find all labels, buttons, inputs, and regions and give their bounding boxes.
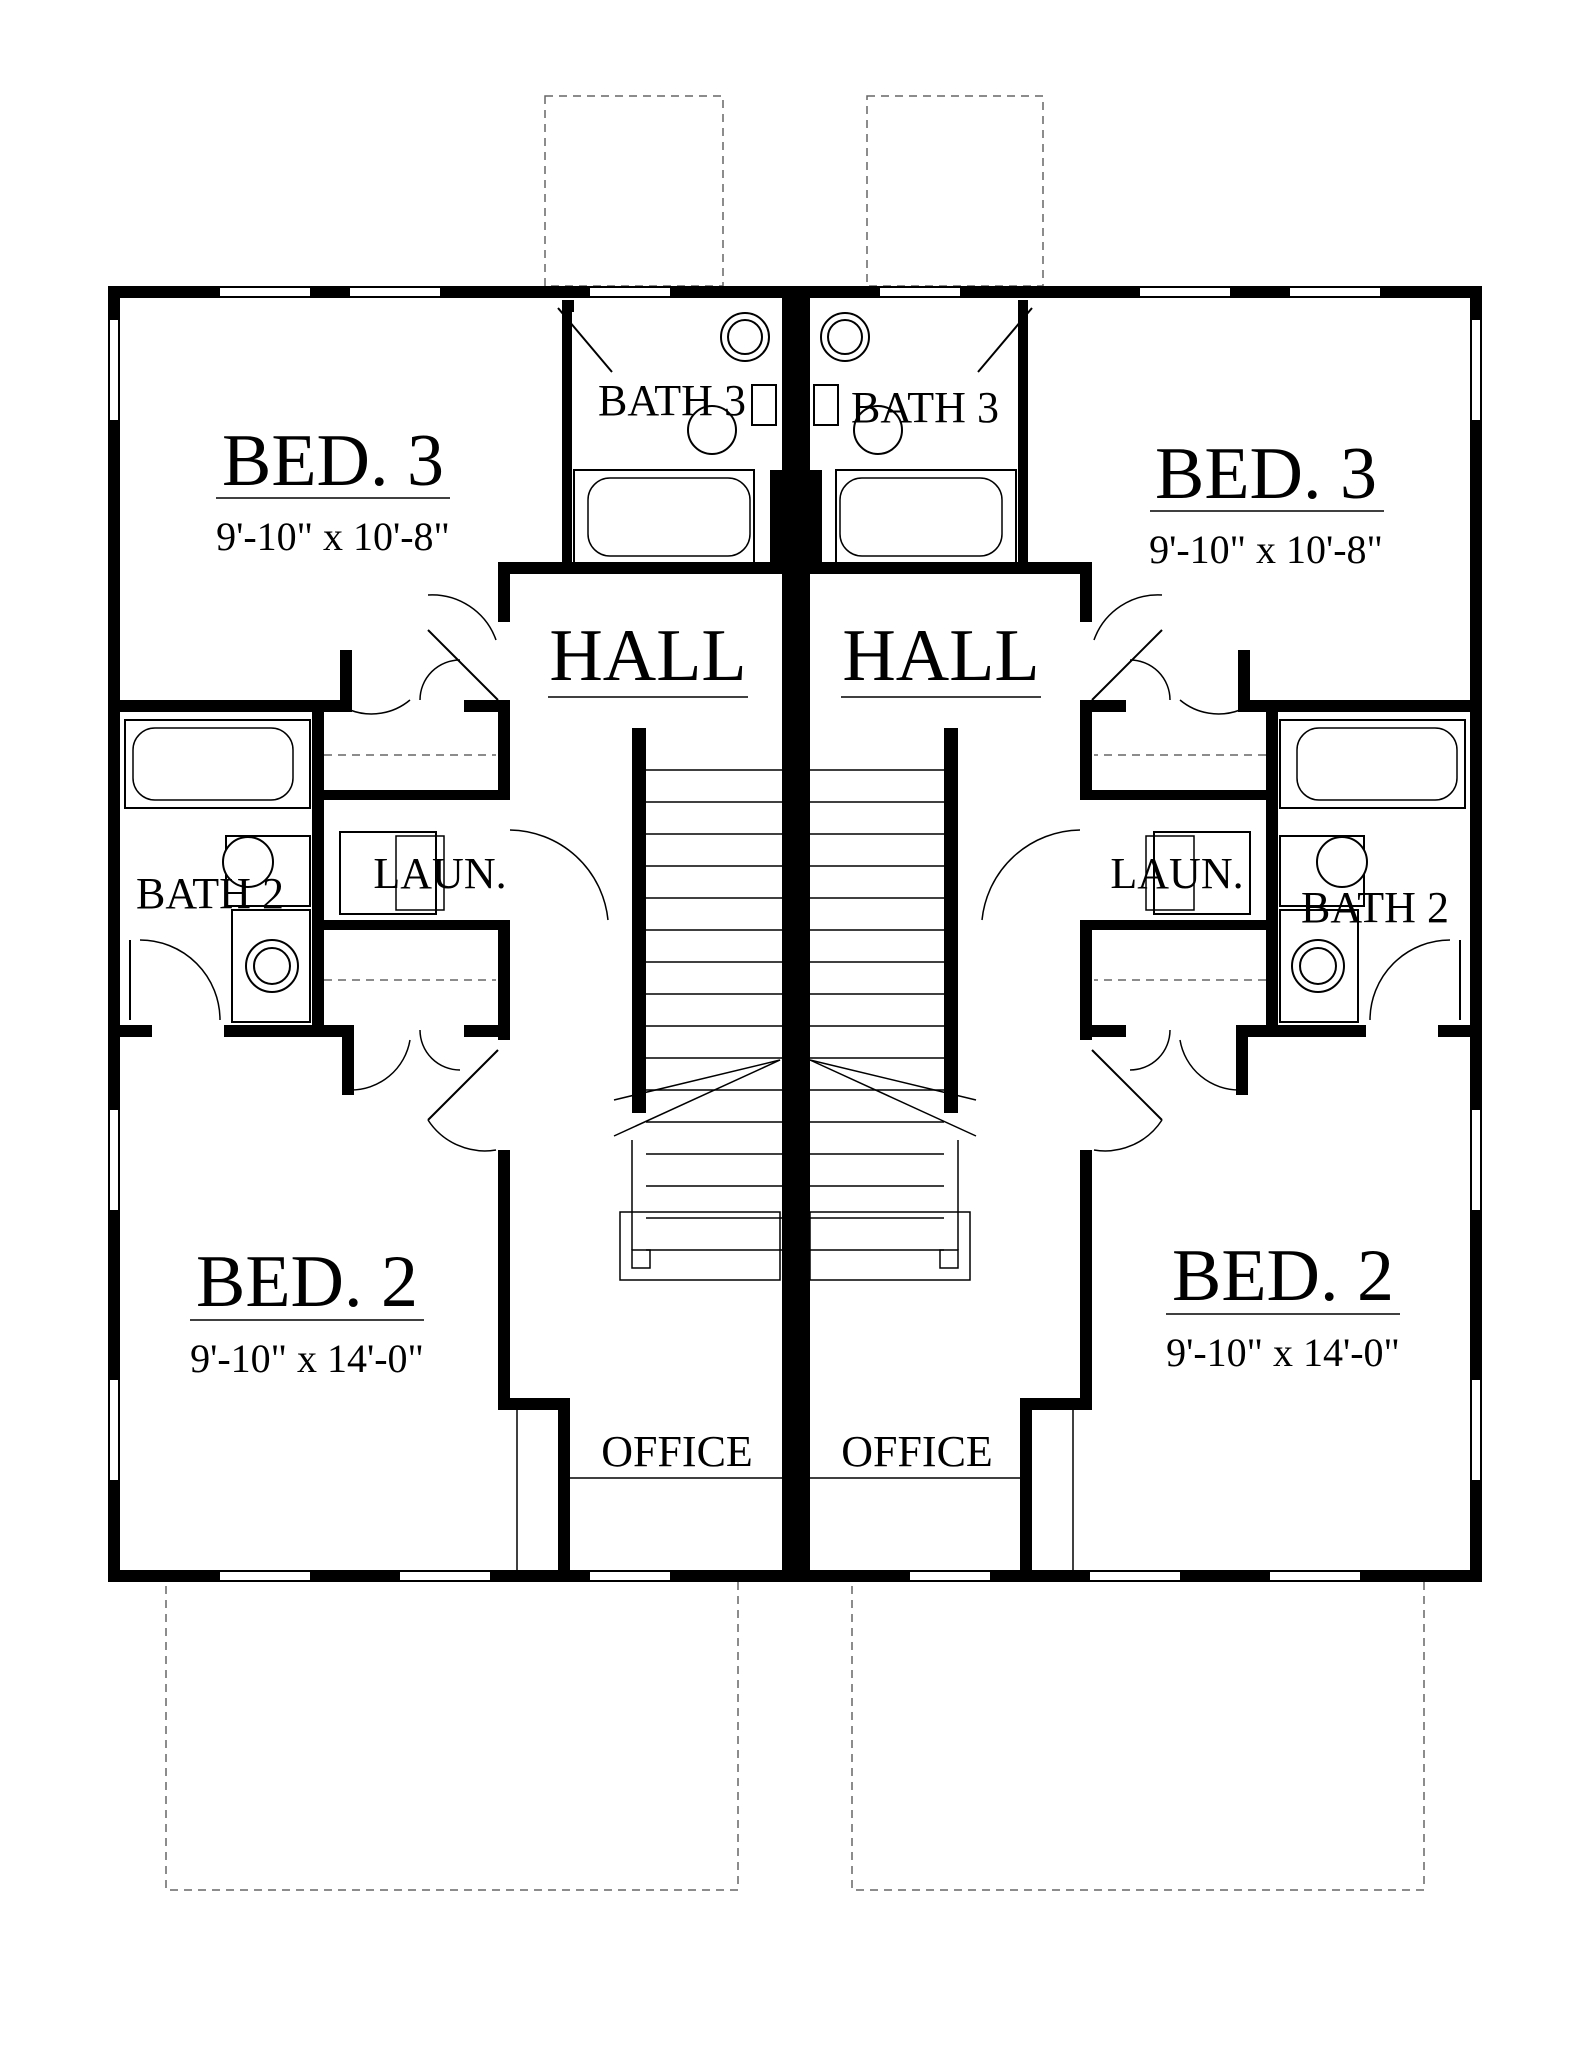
right-bed2-dims: 9'-10" x 14'-0" (1166, 1330, 1400, 1375)
left-office-label: OFFICE (601, 1427, 753, 1476)
right-unit-walls (808, 300, 1470, 1580)
left-bath3-label: BATH 3 (598, 376, 746, 425)
right-labels: BED. 3 9'-10" x 10'-8" BATH 3 HALL LAUN.… (841, 383, 1449, 1476)
left-labels: BED. 3 9'-10" x 10'-8" BATH 3 HALL LAUN.… (136, 376, 753, 1476)
right-bed3-name: BED. 3 (1155, 433, 1377, 515)
stair-treads (613, 769, 977, 1281)
plumbing-chase (770, 470, 822, 564)
left-bed2-dims: 9'-10" x 14'-0" (190, 1336, 424, 1381)
right-fixtures (813, 307, 1466, 1152)
left-laundry-label: LAUN. (373, 849, 506, 898)
left-bed3-dims: 9'-10" x 10'-8" (216, 514, 450, 559)
right-bed2-name: BED. 2 (1172, 1235, 1394, 1317)
left-hall-label: HALL (549, 615, 746, 697)
right-bath2-label: BATH 2 (1301, 883, 1449, 932)
right-office-label: OFFICE (841, 1427, 993, 1476)
windows (110, 288, 1480, 1580)
left-unit-walls (120, 300, 782, 1580)
left-bath2-label: BATH 2 (136, 869, 284, 918)
left-bed2-name: BED. 2 (196, 1241, 418, 1323)
right-bed3-dims: 9'-10" x 10'-8" (1149, 527, 1383, 572)
right-hall-label: HALL (842, 615, 1039, 697)
right-bath3-label: BATH 3 (851, 383, 999, 432)
right-laundry-label: LAUN. (1110, 849, 1243, 898)
left-bed3-name: BED. 3 (222, 420, 444, 502)
left-fixtures (124, 307, 777, 1152)
